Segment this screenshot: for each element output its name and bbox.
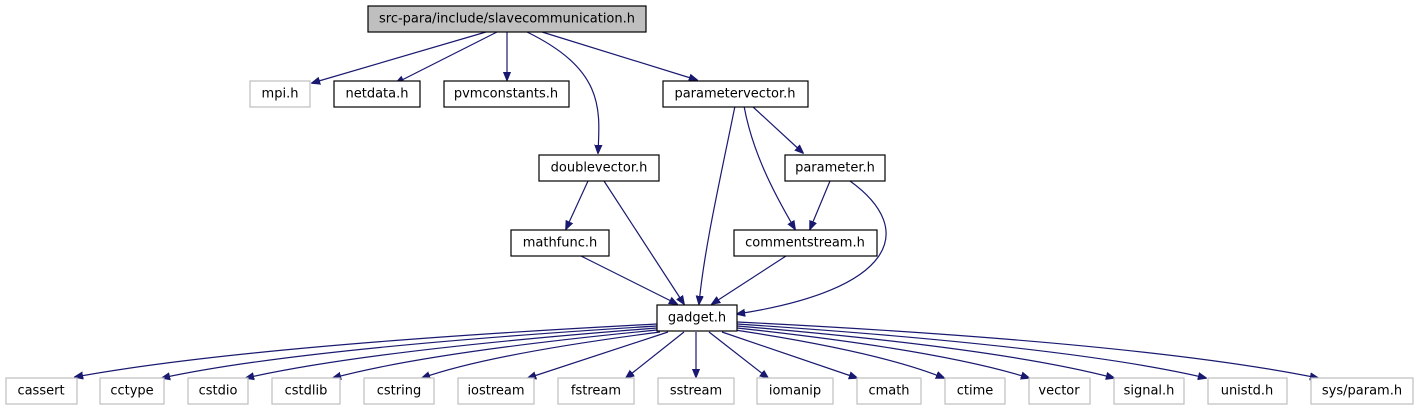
node-mathfunc-label: mathfunc.h: [523, 236, 598, 251]
edge-gadget-iostream: [528, 331, 669, 378]
node-commentstream-label: commentstream.h: [745, 236, 865, 251]
node-cstdlib: cstdlib: [271, 377, 341, 405]
node-fstream: fstream: [557, 377, 635, 405]
node-pvmconstants-label: pvmconstants.h: [454, 87, 558, 102]
node-fstream-label: fstream: [571, 384, 621, 399]
node-root[interactable]: src-para/include/slavecommunication.h: [367, 5, 647, 33]
node-ctime-label: ctime: [957, 384, 994, 399]
node-cctype-label: cctype: [110, 384, 153, 399]
node-cassert: cassert: [5, 377, 78, 405]
node-doublevector-label: doublevector.h: [551, 161, 648, 176]
node-cstdio-label: cstdio: [199, 384, 238, 399]
edge-root-parametervector: [541, 31, 697, 80]
node-ctime: ctime: [944, 377, 1006, 405]
node-cctype: cctype: [99, 377, 165, 405]
edge-root-doublevector: [526, 31, 599, 153]
node-sysparam-label: sys/param.h: [1322, 384, 1402, 399]
edge-parametervector-gadget: [699, 105, 736, 304]
edge-commentstream-gadget: [712, 255, 787, 304]
node-cstdlib-label: cstdlib: [285, 384, 328, 399]
node-netdata-label: netdata.h: [346, 87, 409, 102]
node-iomanip-label: iomanip: [769, 384, 821, 399]
edge-gadget-ctime: [734, 329, 944, 378]
edges: [75, 31, 1318, 378]
node-iomanip: iomanip: [756, 377, 834, 405]
node-cmath: cmath: [856, 377, 922, 405]
node-cstdio: cstdio: [187, 377, 249, 405]
node-cstring: cstring: [363, 377, 435, 405]
nodes: src-para/include/slavecommunication.h mp…: [5, 5, 1414, 405]
node-root-label: src-para/include/slavecommunication.h: [379, 12, 635, 27]
node-sstream-label: sstream: [670, 384, 722, 399]
node-parameter-label: parameter.h: [795, 161, 875, 176]
node-parametervector[interactable]: parametervector.h: [662, 80, 809, 108]
node-gadget[interactable]: gadget.h: [656, 304, 738, 332]
node-doublevector[interactable]: doublevector.h: [538, 154, 660, 182]
node-vector-label: vector: [1038, 384, 1080, 399]
node-sysparam: sys/param.h: [1310, 377, 1414, 405]
edge-gadget-unistd: [736, 323, 1206, 378]
node-vector: vector: [1028, 377, 1091, 405]
edge-root-mpi: [312, 31, 487, 83]
node-mpi: mpi.h: [249, 80, 311, 108]
edge-mathfunc-gadget: [580, 255, 677, 304]
node-sstream: sstream: [657, 377, 735, 405]
node-iostream: iostream: [457, 377, 535, 405]
node-cstring-label: cstring: [377, 384, 421, 399]
edge-gadget-cassert: [75, 323, 658, 377]
node-parameter[interactable]: parameter.h: [784, 154, 886, 182]
edge-doublevector-gadget: [603, 180, 684, 304]
edge-gadget-cstdlib: [333, 329, 658, 378]
edge-gadget-fstream: [626, 331, 685, 378]
edge-gadget-cstring: [422, 331, 661, 378]
edge-doublevector-mathfunc: [566, 180, 589, 229]
edge-parametervector-commentstream: [743, 105, 795, 229]
node-netdata[interactable]: netdata.h: [333, 80, 421, 108]
node-cmath-label: cmath: [868, 384, 909, 399]
node-signal-label: signal.h: [1124, 384, 1175, 399]
node-commentstream[interactable]: commentstream.h: [733, 229, 878, 257]
edge-gadget-cstdio: [246, 327, 658, 378]
edge-parameter-gadget: [737, 180, 887, 314]
node-parametervector-label: parametervector.h: [674, 87, 795, 102]
node-mpi-label: mpi.h: [262, 87, 299, 102]
edge-gadget-sysparam: [736, 321, 1318, 378]
node-signal: signal.h: [1113, 377, 1185, 405]
edge-root-netdata: [396, 31, 498, 83]
edge-gadget-iomanip: [708, 331, 768, 378]
node-cassert-label: cassert: [17, 384, 64, 399]
edge-parametervector-parameter: [751, 105, 803, 153]
node-mathfunc[interactable]: mathfunc.h: [510, 229, 610, 257]
edge-gadget-cmath: [721, 331, 857, 378]
node-pvmconstants[interactable]: pvmconstants.h: [443, 80, 570, 108]
node-unistd: unistd.h: [1207, 377, 1288, 405]
node-iostream-label: iostream: [467, 384, 524, 399]
node-unistd-label: unistd.h: [1221, 384, 1274, 399]
node-gadget-label: gadget.h: [668, 311, 726, 326]
edge-gadget-cctype: [162, 325, 658, 378]
edge-gadget-signal: [736, 325, 1114, 378]
edge-gadget-vector: [736, 327, 1029, 378]
edge-parameter-commentstream: [810, 180, 831, 229]
